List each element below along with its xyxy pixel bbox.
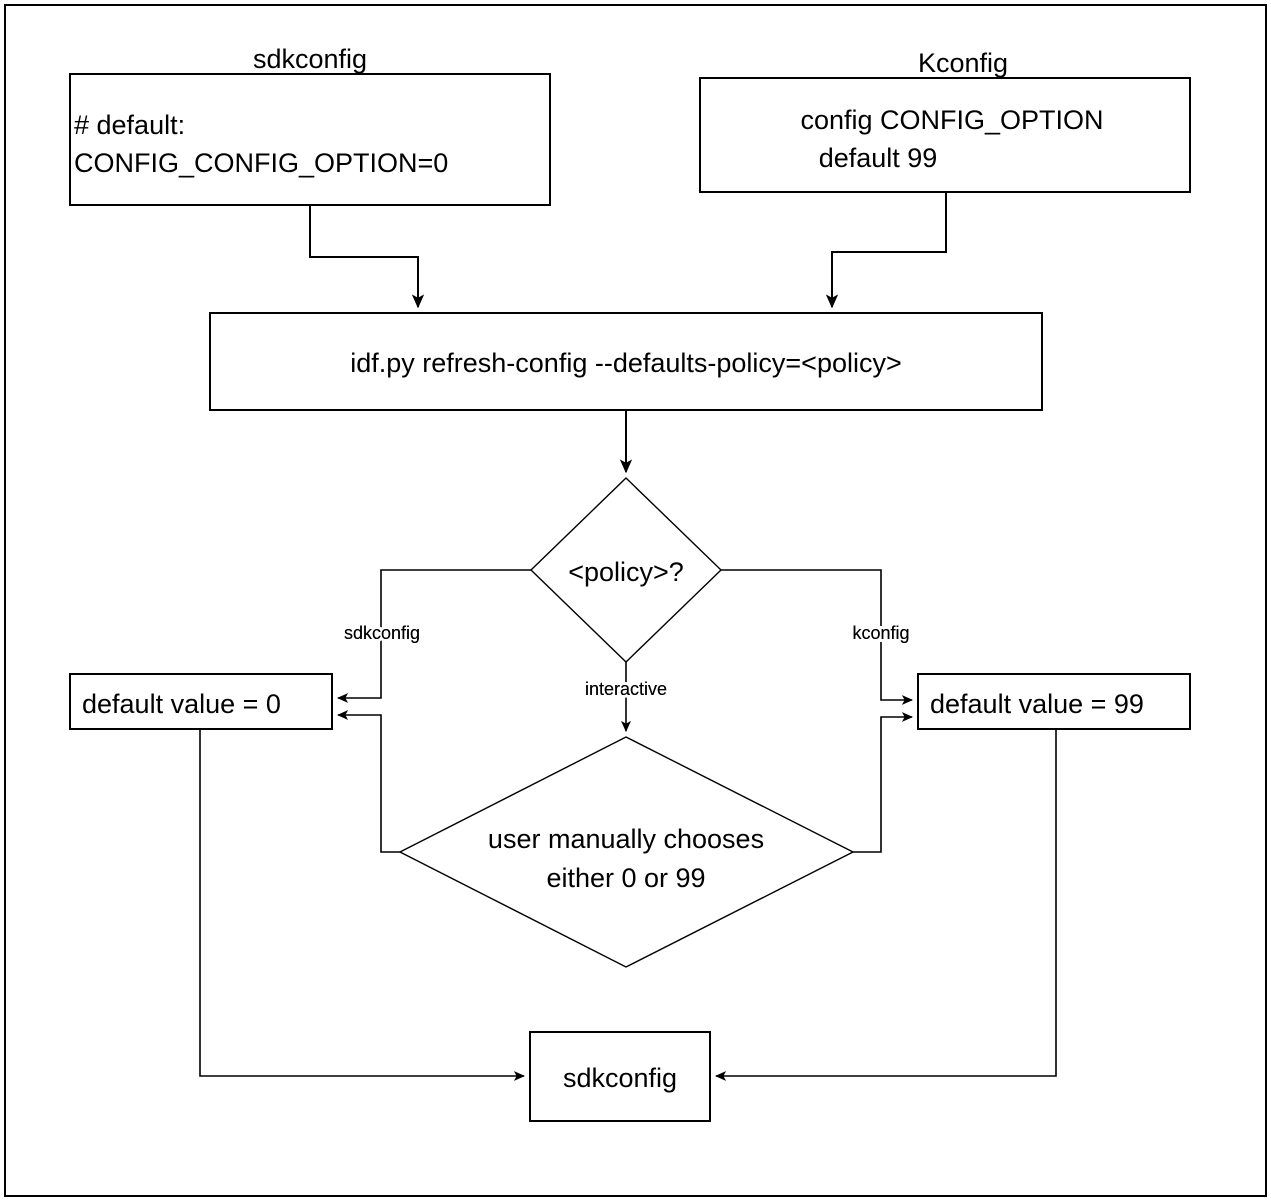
- manual-choice-diamond[interactable]: [398, 736, 855, 968]
- command-box[interactable]: [209, 312, 1043, 411]
- default-value-zero-box[interactable]: [69, 673, 333, 730]
- command-box-label: idf.py refresh-config --defaults-policy=…: [350, 348, 902, 378]
- edge-policy-kconfig-branch: [721, 569, 914, 705]
- edge-label-kconfig: kconfig: [852, 623, 909, 643]
- kconfig-file-caption: Kconfig: [918, 48, 1008, 78]
- default-value-ninetynine-box[interactable]: [917, 673, 1191, 730]
- default-value-zero-label: default value = 0: [82, 689, 281, 719]
- edge-sdkconfig-file-to-command: [309, 205, 425, 309]
- policy-decision-label: <policy>?: [568, 557, 684, 587]
- edge-zero-to-result: [199, 729, 526, 1081]
- sdkconfig-file-caption: sdkconfig: [253, 44, 367, 74]
- kconfig-file-box[interactable]: [699, 77, 1191, 193]
- edge-label-interactive-shadow: interactive: [585, 679, 667, 699]
- sdkconfig-file-line-1: # default:: [74, 110, 185, 140]
- edge-ninetynine-to-result: [714, 729, 1057, 1081]
- manual-choice-line-2: either 0 or 99: [546, 863, 705, 893]
- edge-policy-sdkconfig-branch: [336, 569, 531, 703]
- kconfig-file-line-1: config CONFIG_OPTION: [800, 105, 1103, 135]
- edge-label-sdkconfig-shadow: sdkconfig: [344, 623, 420, 643]
- edge-kconfig-file-to-command: [825, 192, 947, 309]
- page-border: [4, 4, 1267, 1197]
- result-sdkconfig-label: sdkconfig: [563, 1063, 677, 1093]
- kconfig-file-line-2: default 99: [819, 143, 938, 173]
- edge-manual-choice-to-ninetynine: [853, 712, 914, 853]
- edge-manual-choice-to-zero: [336, 710, 400, 853]
- result-sdkconfig-box[interactable]: [529, 1031, 711, 1122]
- edge-label-interactive: interactive: [585, 679, 667, 699]
- manual-choice-line-1: user manually chooses: [488, 824, 764, 854]
- sdkconfig-file-box[interactable]: [69, 73, 551, 206]
- sdkconfig-file-line-2: CONFIG_CONFIG_OPTION=0: [74, 148, 448, 178]
- edge-label-kconfig-shadow: kconfig: [852, 623, 909, 643]
- edge-label-sdkconfig: sdkconfig: [344, 623, 420, 643]
- default-value-ninetynine-label: default value = 99: [930, 689, 1144, 719]
